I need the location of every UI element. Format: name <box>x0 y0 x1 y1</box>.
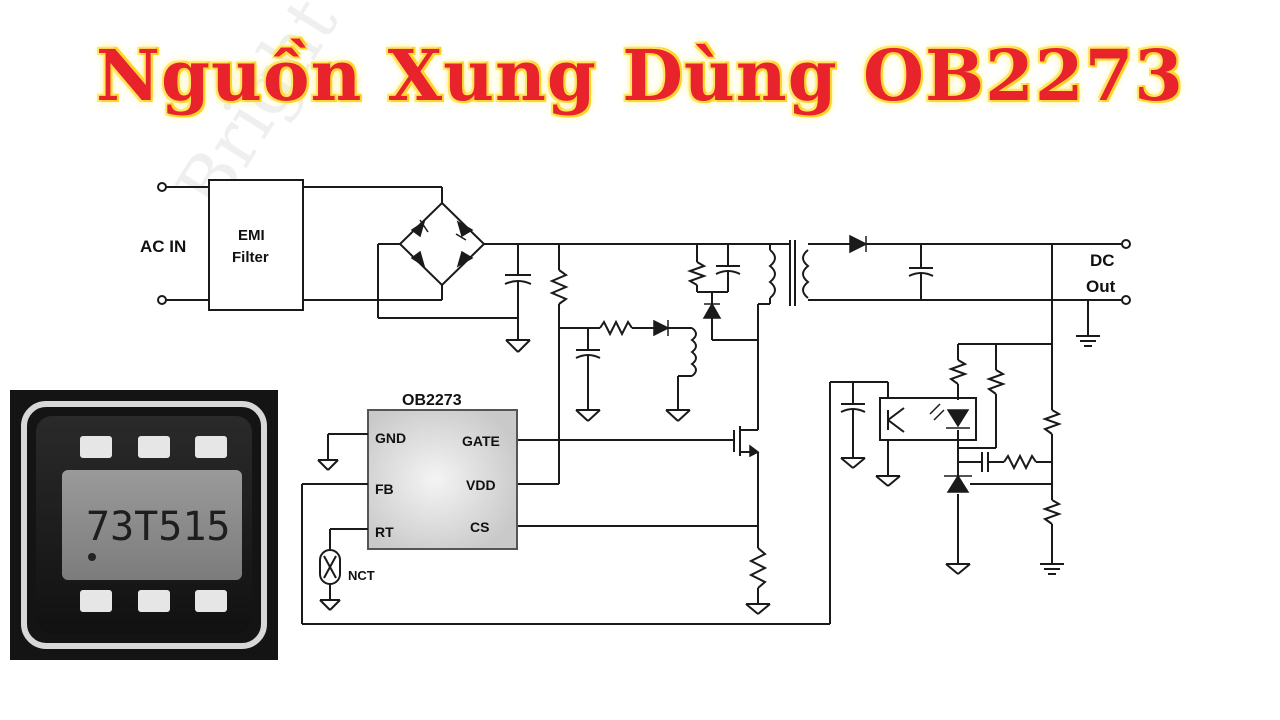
aux-diode <box>653 319 670 337</box>
bridge-rectifier <box>398 201 486 287</box>
filter-label: Filter <box>232 249 269 266</box>
pin-gnd-label: GND <box>375 430 406 446</box>
out-label: Out <box>1086 277 1116 296</box>
pin-rt-label: RT <box>375 524 394 540</box>
output-diode <box>849 234 868 254</box>
tray-outline <box>21 401 267 649</box>
semiconductors <box>410 219 972 493</box>
emi-label: EMI <box>238 227 265 244</box>
chip-pins <box>80 436 227 612</box>
ic-name-label: OB2273 <box>402 392 462 409</box>
pin-cs-label: CS <box>470 519 489 535</box>
chip-body <box>62 470 242 580</box>
ac-in-label: AC IN <box>140 237 186 256</box>
ntc-label: NCT <box>348 568 375 583</box>
pin-vdd-label: VDD <box>466 477 496 493</box>
tl431 <box>946 474 970 493</box>
ac-terminal-bottom <box>157 295 167 305</box>
ac-terminal-top <box>157 182 167 192</box>
snubber-diode <box>702 302 722 319</box>
pin1-dot <box>88 553 96 561</box>
opto-led <box>946 409 970 428</box>
emi-filter-box <box>208 179 304 311</box>
opto-arrows <box>929 403 945 421</box>
optocoupler <box>879 397 977 441</box>
dc-label: DC <box>1090 251 1115 270</box>
chip-marking: 73T515 <box>86 504 231 550</box>
pin-fb-label: FB <box>375 481 394 497</box>
ic-box <box>367 409 518 550</box>
dc-out-terminal-bottom <box>1121 295 1131 305</box>
pin-gate-label: GATE <box>462 433 500 449</box>
wires <box>157 179 1131 625</box>
page-title: Nguồn Xung Dùng OB2273 <box>96 34 1184 117</box>
dc-out-terminal-top <box>1121 239 1131 249</box>
chip-photo: 73T515 <box>10 390 278 660</box>
